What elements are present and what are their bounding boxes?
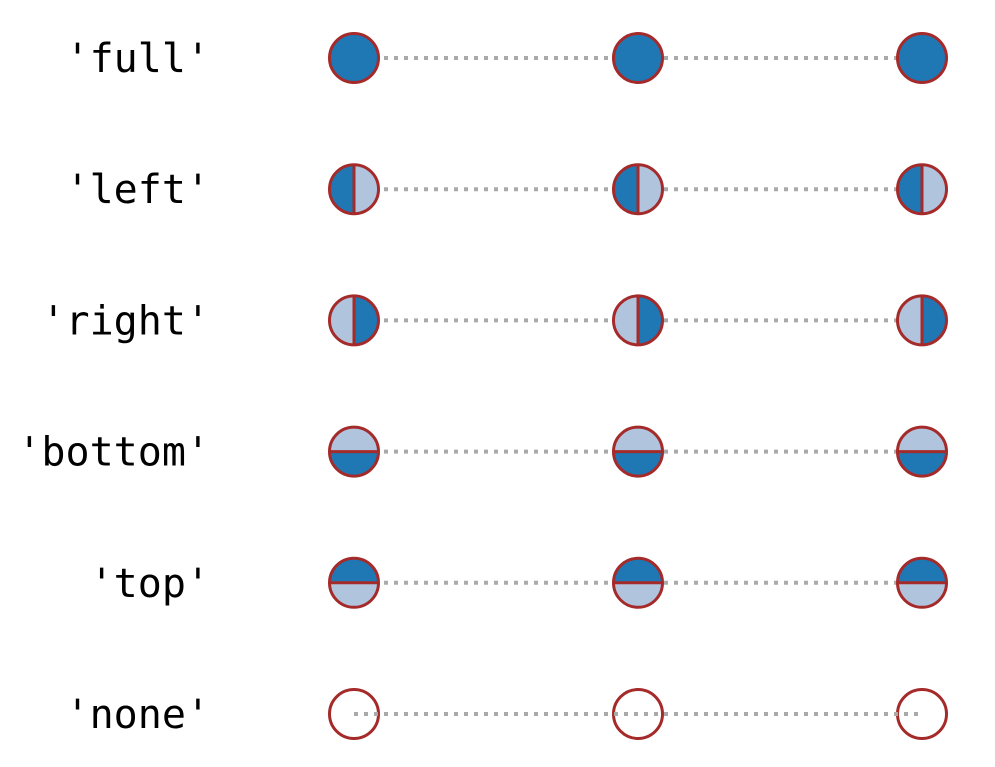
row-full: 'full' — [66, 32, 948, 84]
marker-right — [328, 294, 380, 347]
marker-left — [896, 163, 948, 216]
marker-top — [612, 556, 664, 609]
row-left: 'left' — [66, 163, 948, 216]
marker-full — [896, 32, 948, 84]
marker-full — [328, 32, 380, 84]
row-label: 'left' — [66, 167, 211, 213]
marker-right — [612, 294, 664, 347]
marker-bottom — [896, 425, 948, 478]
marker-full — [612, 32, 664, 84]
marker-top — [328, 556, 380, 609]
row-bottom: 'bottom' — [17, 425, 948, 478]
marker-right — [896, 294, 948, 347]
row-top: 'top' — [90, 556, 948, 609]
row-label: 'none' — [66, 692, 211, 738]
marker-left — [612, 163, 664, 216]
marker-bottom — [328, 425, 380, 478]
row-none: 'none' — [66, 688, 948, 740]
marker-top — [896, 556, 948, 609]
row-label: 'bottom' — [17, 430, 210, 476]
row-label: 'full' — [66, 36, 211, 82]
row-right: 'right' — [41, 294, 948, 347]
marker-bottom — [612, 425, 664, 478]
marker-left — [328, 163, 380, 216]
row-label: 'right' — [41, 298, 210, 344]
row-label: 'top' — [90, 561, 210, 607]
